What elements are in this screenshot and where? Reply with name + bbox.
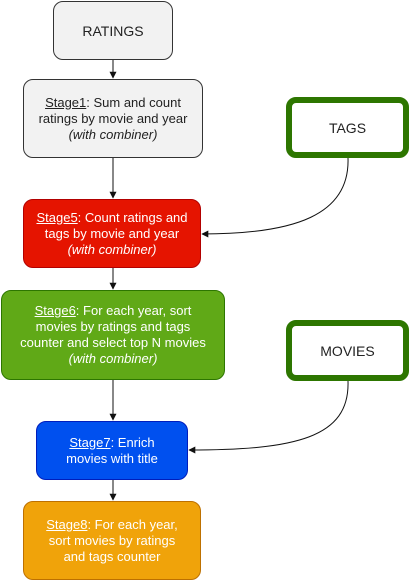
stage5-line-1: Stage5: Count ratings and (36, 210, 187, 226)
stage1-line-1: Stage1: Sum and count (45, 95, 181, 111)
edge-tags-stage5 (201, 157, 349, 238)
ratings-label: RATINGS (82, 22, 144, 39)
stage1-node: Stage1: Sum and count ratings by movie a… (23, 79, 203, 158)
movies-node: MOVIES (286, 320, 409, 381)
stage8-title: Stage8 (46, 516, 88, 532)
stage7-line-1: Stage7: Enrich (69, 435, 154, 451)
stage6-note: (with combiner) (68, 351, 158, 366)
stage7-title: Stage7 (69, 434, 111, 450)
stage7-node: Stage7: Enrich movies with title (36, 421, 188, 480)
stage8-node: Stage8: For each year, sort movies by ra… (23, 501, 201, 580)
stage8-text-1: : For each year, (87, 516, 178, 532)
stage5-node: Stage5: Count ratings and tags by movie … (23, 199, 201, 268)
stage1-text-2: ratings by movie and year (38, 110, 188, 126)
stage1-text-1: : Sum and count (86, 94, 181, 110)
stage8-line-1: Stage8: For each year, (46, 517, 178, 533)
stage6-node: Stage6: For each year, sort movies by ra… (1, 290, 225, 380)
stage5-note: (with combiner) (67, 241, 157, 257)
stage5-title: Stage5 (36, 209, 78, 225)
tags-node: TAGS (286, 97, 409, 158)
stage6-text-3: counter and select top N movies (20, 335, 206, 350)
edge-movies-stage7 (188, 380, 349, 454)
stage6-line-1: Stage6: For each year, sort (35, 303, 192, 319)
tags-label: TAGS (328, 119, 367, 136)
stage7-text-2: movies with title (66, 450, 158, 466)
stage5-text-1: : Count ratings and (77, 209, 188, 225)
stage6-text-1: : For each year, sort (75, 303, 192, 318)
stage6-title: Stage6 (34, 303, 76, 318)
stage7-text-1: : Enrich (110, 434, 155, 450)
stage6-text-2: movies by ratings and tags (35, 319, 191, 334)
movies-label: MOVIES (320, 342, 375, 359)
stage1-note: (with combiner) (68, 126, 158, 142)
stage5-text-2: tags by movie and year (44, 225, 180, 241)
stage8-text-3: and tags counter (63, 548, 161, 564)
ratings-node: RATINGS (53, 1, 173, 60)
stage1-title: Stage1 (45, 94, 87, 110)
stage8-text-2: sort movies by ratings (48, 532, 176, 548)
